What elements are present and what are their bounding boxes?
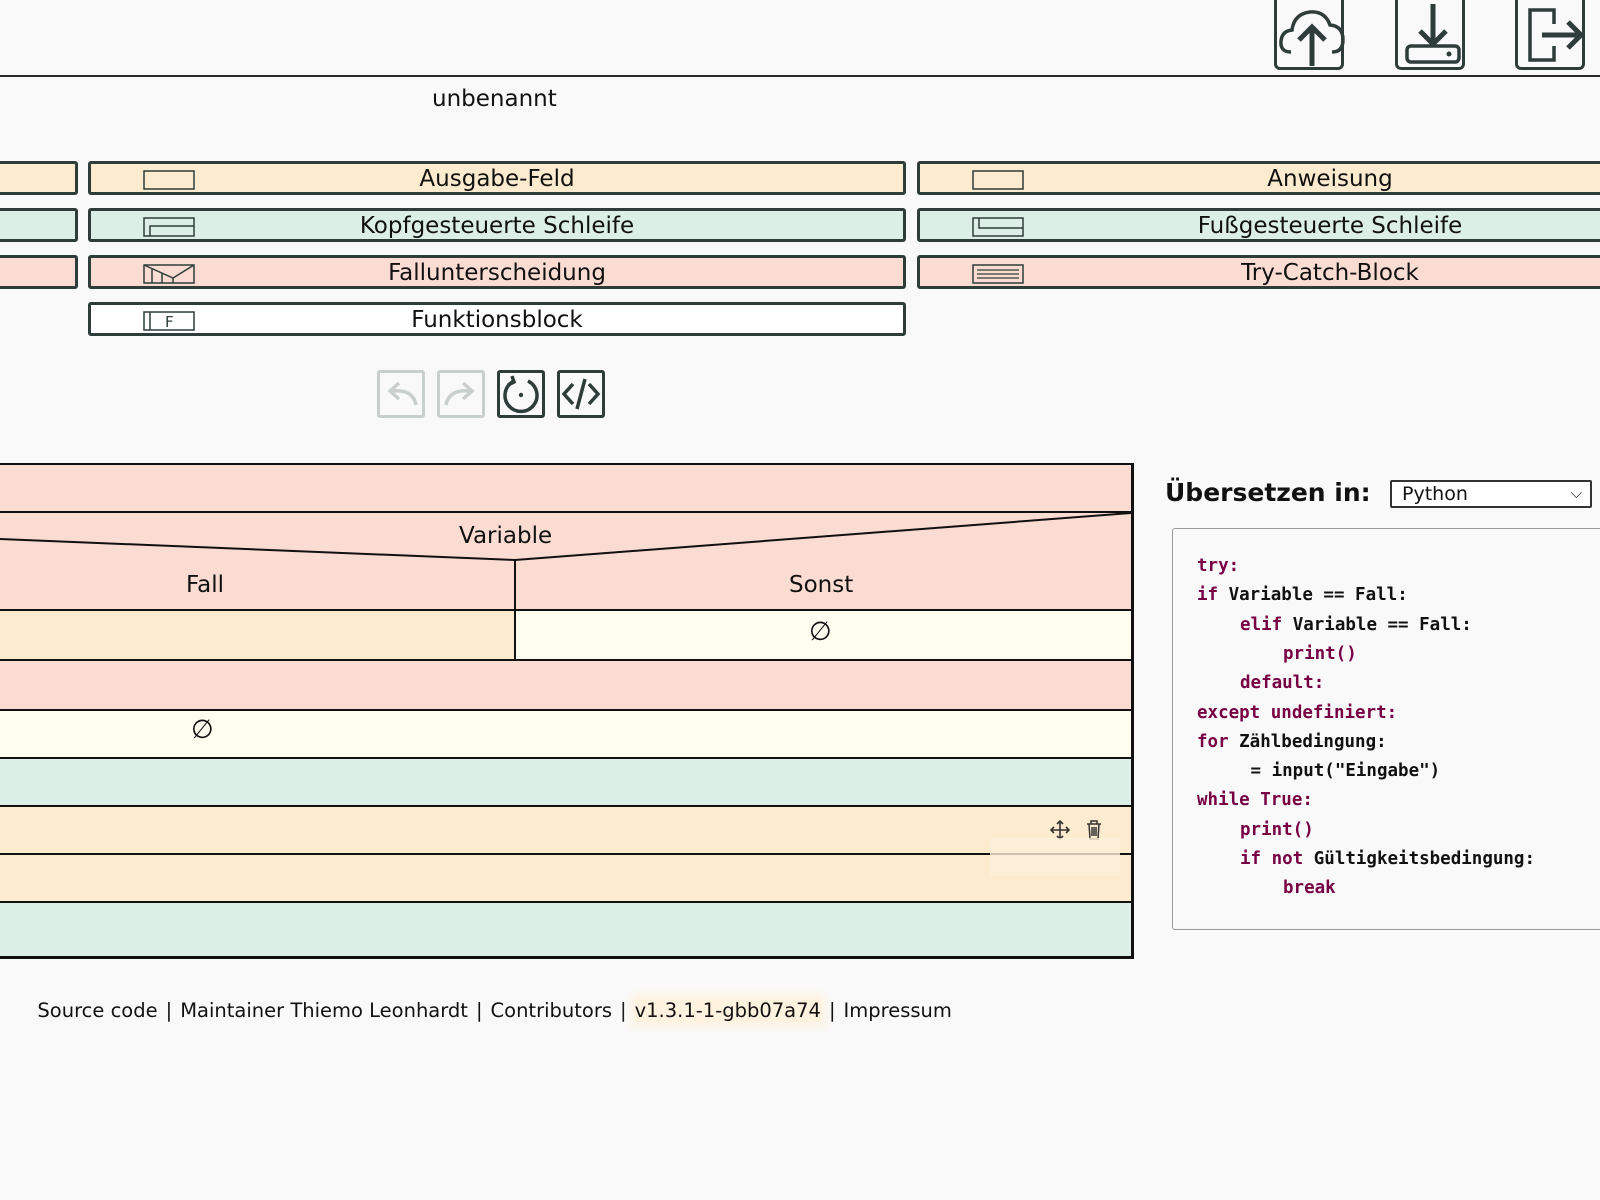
toolbox-function[interactable]: F Funktionsblock xyxy=(88,302,906,336)
struktogramm: Variable Fall Sonst ∅ ∅ xyxy=(0,463,1134,959)
function-icon: F xyxy=(143,311,195,331)
output-field-icon xyxy=(143,170,195,190)
case-sonst-body[interactable]: ∅ xyxy=(516,611,1131,661)
drag-ghost xyxy=(990,838,1120,876)
impressum-link[interactable]: Impressum xyxy=(843,999,952,1022)
reset-icon xyxy=(503,375,539,414)
toolbox-item-label: Ausgabe-Feld xyxy=(419,166,575,192)
toolbox-partial-item[interactable] xyxy=(0,208,78,242)
footer-separator: | xyxy=(620,999,627,1022)
toolbox-try-catch[interactable]: Try-Catch-Block xyxy=(917,255,1600,289)
case-condition[interactable]: Variable xyxy=(459,523,553,549)
foot-loop-icon xyxy=(972,217,1024,237)
top-bar xyxy=(0,0,1600,77)
undo-icon xyxy=(387,381,418,406)
svg-text:F: F xyxy=(165,313,174,331)
while-loop-footer[interactable] xyxy=(0,903,1131,956)
code-line: print() xyxy=(1240,819,1314,840)
undo-button[interactable] xyxy=(377,370,425,418)
toolbox-partial-item[interactable] xyxy=(0,161,78,195)
input-statement[interactable] xyxy=(0,807,1131,855)
try-catch-icon xyxy=(972,264,1024,284)
code-view-button[interactable] xyxy=(557,370,605,418)
catch-body[interactable]: ∅ xyxy=(0,711,1131,759)
toolbox-case[interactable]: Fallunterscheidung xyxy=(88,255,906,289)
reset-button[interactable] xyxy=(497,370,545,418)
footer-separator: | xyxy=(475,999,483,1022)
document-title[interactable]: unbenannt xyxy=(432,86,557,112)
case-label-sonst[interactable]: Sonst xyxy=(789,572,854,598)
toolbox-output-field[interactable]: Ausgabe-Feld xyxy=(88,161,906,195)
redo-button[interactable] xyxy=(437,370,485,418)
toolbox-item-label: Fußgesteuerte Schleife xyxy=(1197,213,1463,239)
code-line: print() xyxy=(1283,643,1357,664)
footer-separator: | xyxy=(165,999,173,1022)
for-loop-header[interactable] xyxy=(0,759,1131,807)
export-icon[interactable] xyxy=(1515,0,1585,70)
contributors-link[interactable]: Contributors xyxy=(490,999,613,1022)
toolbox-foot-loop[interactable]: Fußgesteuerte Schleife xyxy=(917,208,1600,242)
cloud-upload-icon[interactable] xyxy=(1274,0,1345,70)
chevron-down-icon: ⌵ xyxy=(1570,484,1582,502)
toolbox-item-label: Try-Catch-Block xyxy=(1241,260,1419,286)
code-line: break xyxy=(1283,878,1336,899)
code-output: try: if Variable == Fall: elif Variable ==… xyxy=(1172,528,1600,930)
code-line: if not Gültigkeitsbedingung: xyxy=(1240,849,1536,869)
case-condition-lines xyxy=(0,513,1131,609)
empty-symbol: ∅ xyxy=(809,617,832,647)
output-statement[interactable] xyxy=(0,855,1131,903)
code-line: except undefiniert: xyxy=(1197,702,1398,723)
download-icon[interactable] xyxy=(1395,0,1465,70)
case-fall-body[interactable] xyxy=(0,611,516,661)
redo-icon xyxy=(444,381,475,406)
try-block-header[interactable] xyxy=(0,465,1131,513)
code-line: try: xyxy=(1197,556,1240,576)
source-code-link[interactable]: Source code xyxy=(37,999,158,1022)
case-label-fall[interactable]: Fall xyxy=(186,572,224,598)
translate-label: Übersetzen in: xyxy=(1165,478,1371,507)
code-line: default: xyxy=(1240,673,1325,694)
catch-header[interactable] xyxy=(0,661,1131,711)
statement-icon xyxy=(972,170,1024,190)
language-select-value: Python xyxy=(1402,483,1468,505)
empty-symbol: ∅ xyxy=(191,715,214,745)
footer-separator: | xyxy=(828,999,836,1022)
version-link[interactable]: v1.3.1-1-gbb07a74 xyxy=(634,999,821,1022)
maintainer-link[interactable]: Maintainer Thiemo Leonhardt xyxy=(180,999,468,1022)
code-icon xyxy=(561,378,601,410)
toolbox-statement[interactable]: Anweisung xyxy=(917,161,1600,195)
case-header[interactable]: Variable Fall Sonst xyxy=(0,513,1131,611)
toolbox-head-loop[interactable]: Kopfgesteuerte Schleife xyxy=(88,208,906,242)
toolbox-item-label: Fallunterscheidung xyxy=(388,260,606,286)
code-line: for Zählbedingung: xyxy=(1197,731,1387,752)
code-line: if Variable == Fall: xyxy=(1197,585,1408,606)
toolbox-item-label: Funktionsblock xyxy=(411,307,583,333)
toolbox-partial-item[interactable] xyxy=(0,255,78,289)
toolbox-item-label: Kopfgesteuerte Schleife xyxy=(359,213,635,239)
language-select[interactable]: Python ⌵ xyxy=(1390,480,1592,508)
head-loop-icon xyxy=(143,217,195,237)
code-line: elif Variable == Fall: xyxy=(1240,614,1472,635)
footer: Source code | Maintainer Thiemo Leonhardt |… xyxy=(25,976,952,1022)
code-line: = input("Eingabe") xyxy=(1240,761,1441,782)
code-line: while True: xyxy=(1197,790,1313,811)
case-icon xyxy=(143,264,195,284)
toolbox-item-label: Anweisung xyxy=(1267,166,1393,192)
